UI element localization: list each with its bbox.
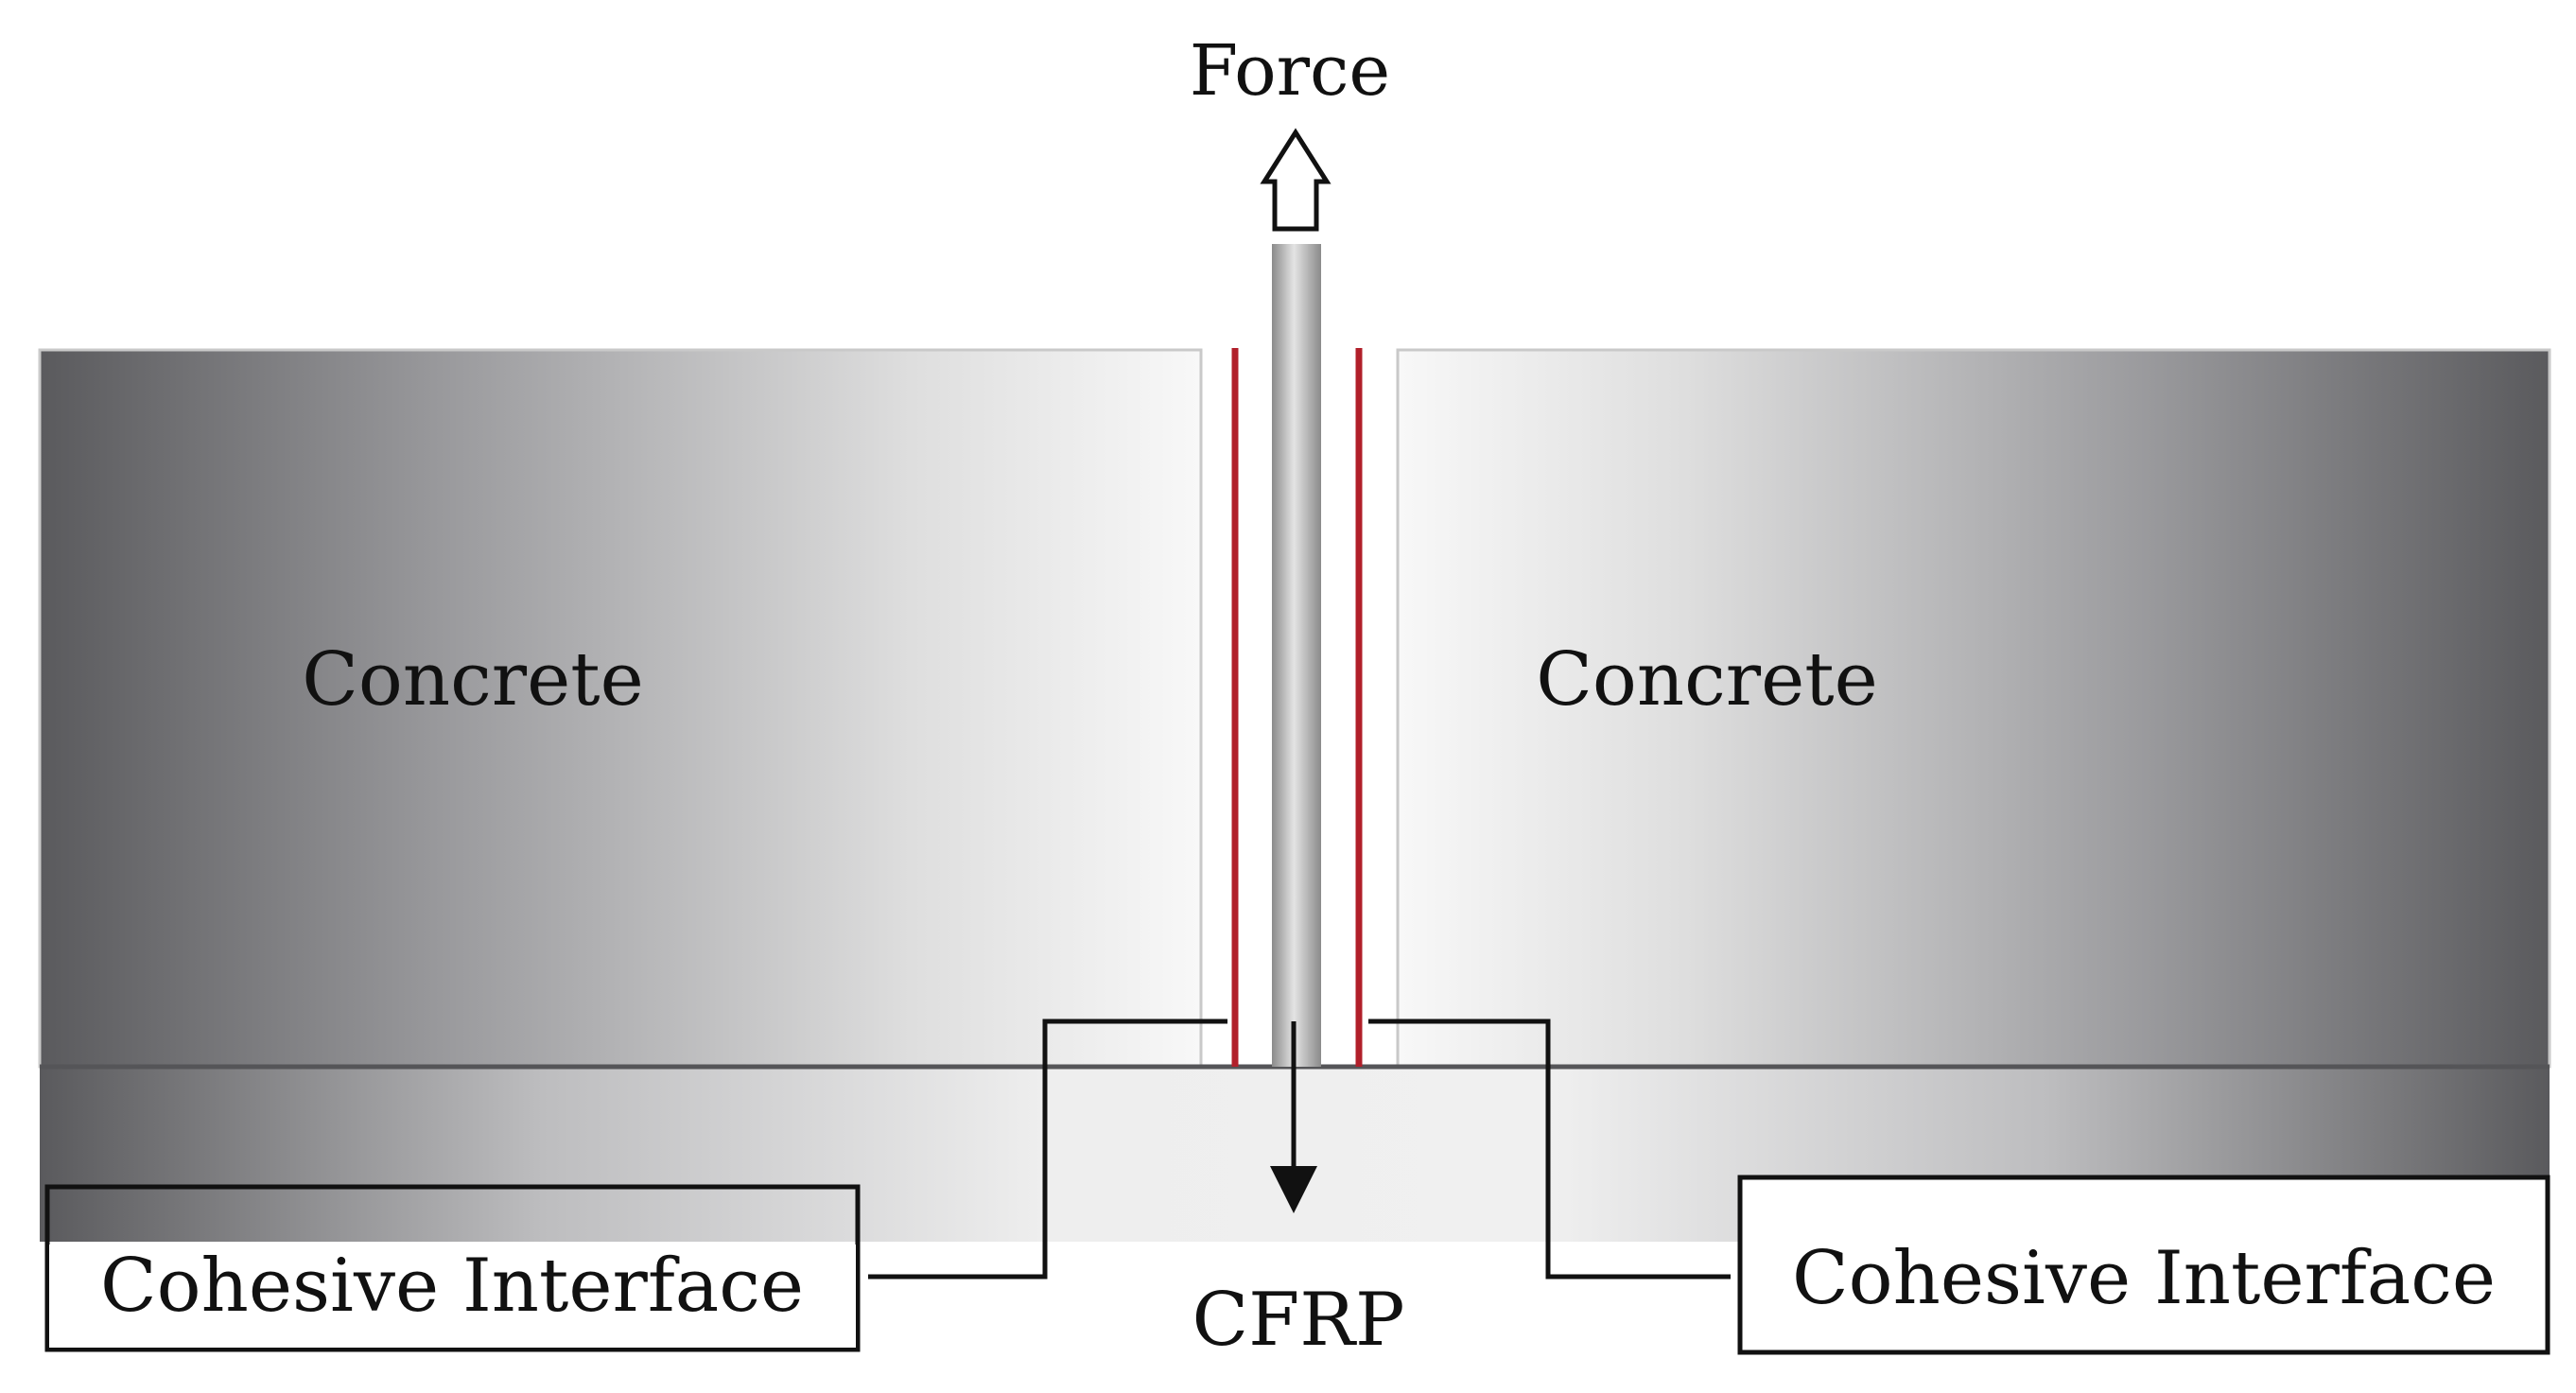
force-arrow-icon (1260, 128, 1332, 232)
cfrp-rod (1272, 244, 1321, 1067)
cohesive-label-box-left (44, 1184, 861, 1352)
cohesive-leader-right (1368, 1019, 1731, 1280)
cohesive-label-box-left-fill (49, 1245, 856, 1348)
cohesive-label-left: Cohesive Interface (100, 1244, 804, 1329)
concrete-label-left: Concrete (302, 637, 644, 723)
left-concrete-block (38, 348, 1203, 1069)
right-concrete-block (1396, 348, 2551, 1069)
concrete-label-right: Concrete (1536, 637, 1878, 723)
cohesive-leader-left (868, 1019, 1227, 1280)
cohesive-label-box-right (1737, 1175, 2550, 1355)
cfrp-pointer-arrowhead-icon (1270, 1166, 1317, 1213)
cohesive-label-right: Cohesive Interface (1792, 1236, 2496, 1321)
cfrp-label: CFRP (1192, 1278, 1404, 1363)
force-label: Force (1190, 30, 1390, 112)
